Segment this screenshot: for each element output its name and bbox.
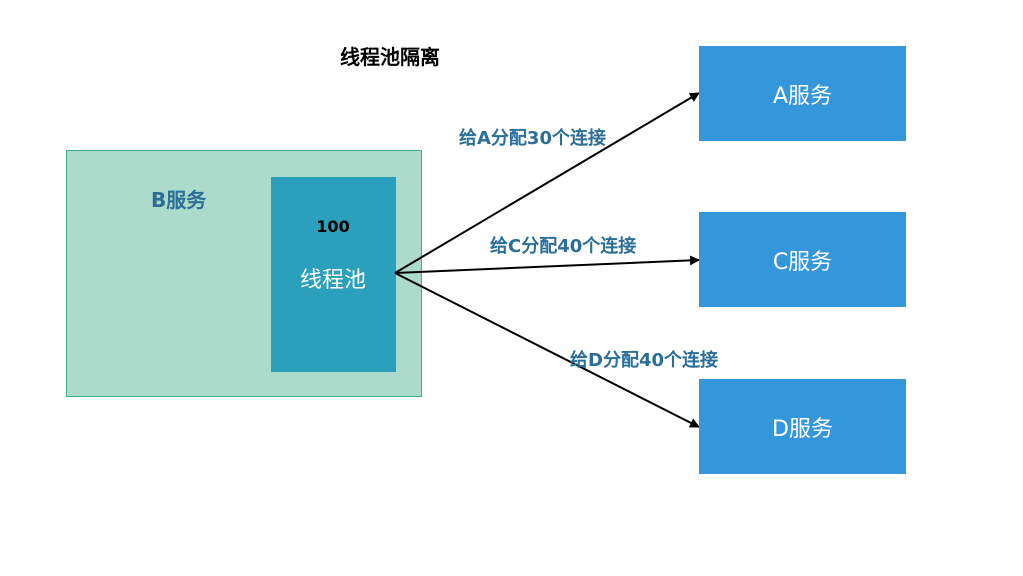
thread-pool-count: 100: [316, 217, 350, 236]
edge-label-c: 给C分配40个连接: [490, 236, 637, 257]
a-service-box: A服务: [699, 46, 906, 141]
b-service-label: B服务: [151, 188, 207, 212]
thread-pool-label: 线程池: [299, 268, 366, 293]
c-service-box: C服务: [699, 212, 906, 307]
d-service-box: D服务: [699, 379, 906, 474]
arrow-to-c-service: [394, 255, 700, 274]
thread-pool-box: 100 线程池: [271, 177, 396, 372]
edge-label-d: 给D分配40个连接: [570, 350, 718, 371]
edge-label-a: 给A分配30个连接: [459, 128, 606, 149]
b-service-box: B服务 100 线程池: [66, 150, 422, 397]
diagram-title: 线程池隔离: [340, 45, 440, 69]
